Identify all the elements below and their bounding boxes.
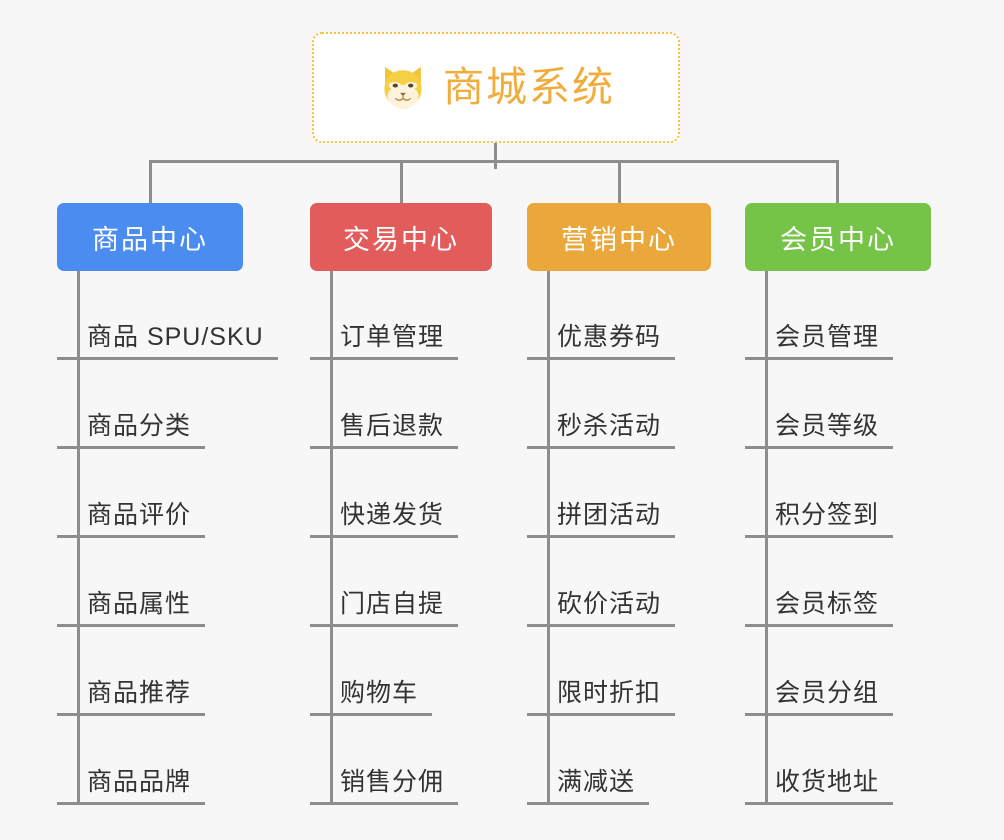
leaf-item[interactable]: 满减送 <box>527 716 711 805</box>
category-header-marketing-center[interactable]: 营销中心 <box>527 203 711 271</box>
leaf-label: 商品属性 <box>87 589 192 618</box>
shiba-dog-face-icon <box>377 62 429 114</box>
column-trade-center: 交易中心 订单管理 售后退款 快递发货 门店自提 购物车 销售分佣 <box>310 203 492 805</box>
leaf-label: 商品推荐 <box>87 678 192 707</box>
category-header-trade-center[interactable]: 交易中心 <box>310 203 492 271</box>
leaf-label: 会员分组 <box>775 678 880 707</box>
connector-spine <box>765 271 768 805</box>
leaf-item[interactable]: 商品分类 <box>57 360 243 449</box>
category-label: 交易中心 <box>343 224 459 255</box>
leaf-label: 积分签到 <box>775 500 880 529</box>
leaf-list-product-center: 商品 SPU/SKU 商品分类 商品评价 商品属性 商品推荐 商品品牌 <box>57 271 278 805</box>
root-title: 商城系统 <box>443 64 615 110</box>
leaf-label: 销售分佣 <box>340 767 445 796</box>
category-label: 商品中心 <box>92 224 208 255</box>
leaf-label: 购物车 <box>340 678 419 707</box>
leaf-item[interactable]: 会员标签 <box>745 538 931 627</box>
leaf-label: 砍价活动 <box>557 589 662 618</box>
leaf-list-trade-center: 订单管理 售后退款 快递发货 门店自提 购物车 销售分佣 <box>310 271 492 805</box>
leaf-item[interactable]: 商品属性 <box>57 538 243 627</box>
leaf-label: 门店自提 <box>340 589 445 618</box>
leaf-label: 商品品牌 <box>87 767 192 796</box>
leaf-label: 会员管理 <box>775 322 880 351</box>
leaf-label: 优惠券码 <box>557 322 662 351</box>
root-node[interactable]: 商城系统 <box>312 32 680 143</box>
connector-drop-trade <box>400 160 403 205</box>
leaf-item[interactable]: 秒杀活动 <box>527 360 711 449</box>
connector-root-stem <box>494 143 497 169</box>
leaf-item[interactable]: 商品评价 <box>57 449 243 538</box>
leaf-item[interactable]: 购物车 <box>310 627 492 716</box>
leaf-item[interactable]: 会员等级 <box>745 360 931 449</box>
leaf-list-member-center: 会员管理 会员等级 积分签到 会员标签 会员分组 收货地址 <box>745 271 931 805</box>
column-member-center: 会员中心 会员管理 会员等级 积分签到 会员标签 会员分组 收货地址 <box>745 203 931 805</box>
leaf-label: 收货地址 <box>775 767 880 796</box>
leaf-label: 会员标签 <box>775 589 880 618</box>
connector-spine <box>330 271 333 805</box>
category-header-product-center[interactable]: 商品中心 <box>57 203 243 271</box>
leaf-item[interactable]: 快递发货 <box>310 449 492 538</box>
connector-drop-member <box>836 160 839 205</box>
leaf-label: 商品分类 <box>87 411 192 440</box>
column-marketing-center: 营销中心 优惠券码 秒杀活动 拼团活动 砍价活动 限时折扣 满减送 <box>527 203 711 805</box>
leaf-label: 售后退款 <box>340 411 445 440</box>
connector-spine <box>547 271 550 805</box>
leaf-label: 订单管理 <box>340 322 445 351</box>
leaf-label: 满减送 <box>557 767 636 796</box>
category-label: 营销中心 <box>561 224 677 255</box>
leaf-label: 会员等级 <box>775 411 880 440</box>
leaf-item[interactable]: 销售分佣 <box>310 716 492 805</box>
leaf-item[interactable]: 会员分组 <box>745 627 931 716</box>
leaf-list-marketing-center: 优惠券码 秒杀活动 拼团活动 砍价活动 限时折扣 满减送 <box>527 271 711 805</box>
column-product-center: 商品中心 商品 SPU/SKU 商品分类 商品评价 商品属性 商品推荐 商品品牌 <box>57 203 278 805</box>
leaf-item[interactable]: 商品品牌 <box>57 716 243 805</box>
leaf-item[interactable]: 商品推荐 <box>57 627 243 716</box>
leaf-item[interactable]: 积分签到 <box>745 449 931 538</box>
leaf-item[interactable]: 优惠券码 <box>527 271 711 360</box>
connector-bus <box>150 160 839 163</box>
leaf-item[interactable]: 门店自提 <box>310 538 492 627</box>
leaf-item[interactable]: 拼团活动 <box>527 449 711 538</box>
leaf-item[interactable]: 收货地址 <box>745 716 931 805</box>
connector-spine <box>77 271 80 805</box>
category-label: 会员中心 <box>780 224 896 255</box>
leaf-item[interactable]: 砍价活动 <box>527 538 711 627</box>
leaf-label: 限时折扣 <box>557 678 662 707</box>
connector-drop-marketing <box>618 160 621 205</box>
connector-drop-product <box>149 160 152 205</box>
leaf-item[interactable]: 订单管理 <box>310 271 492 360</box>
leaf-label: 快递发货 <box>340 500 445 529</box>
category-header-member-center[interactable]: 会员中心 <box>745 203 931 271</box>
leaf-label: 商品 SPU/SKU <box>87 322 264 351</box>
leaf-item[interactable]: 会员管理 <box>745 271 931 360</box>
leaf-label: 拼团活动 <box>557 500 662 529</box>
leaf-item[interactable]: 限时折扣 <box>527 627 711 716</box>
leaf-item[interactable]: 商品 SPU/SKU <box>57 271 278 360</box>
leaf-item[interactable]: 售后退款 <box>310 360 492 449</box>
leaf-label: 商品评价 <box>87 500 192 529</box>
leaf-label: 秒杀活动 <box>557 411 662 440</box>
